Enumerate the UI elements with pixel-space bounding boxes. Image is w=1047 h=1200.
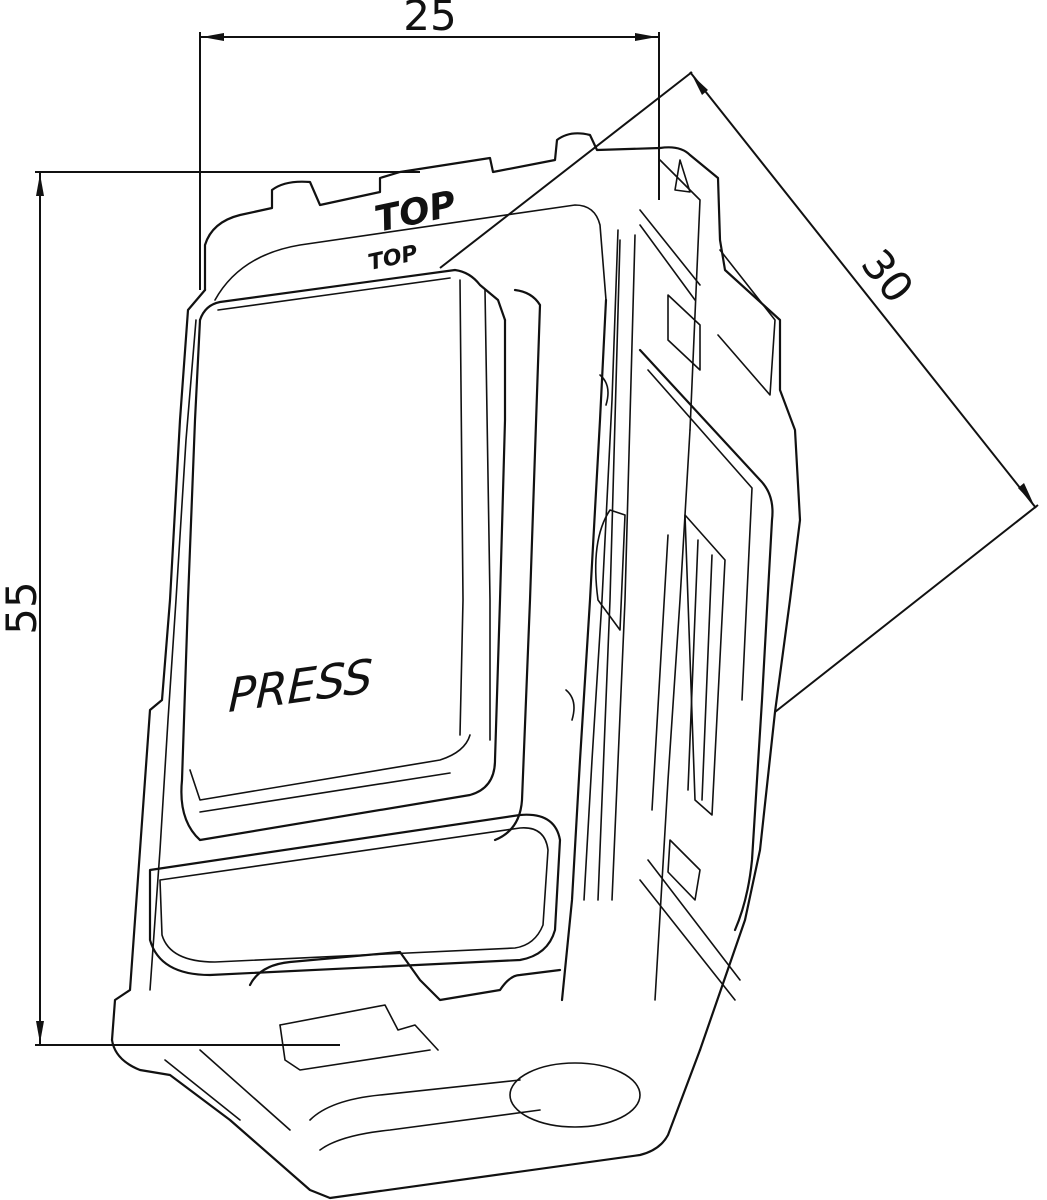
press-rocker (180, 268, 542, 842)
bottom-clip (110, 950, 702, 1200)
dimension-depth (439, 71, 1039, 713)
dimension-height-value: 55 (0, 581, 46, 634)
press-label: PRESS (228, 648, 374, 723)
front-frame (110, 132, 662, 1042)
dimension-width-value: 25 (403, 0, 456, 40)
lower-bezel (148, 813, 562, 977)
top-label-small: TOP (366, 241, 420, 276)
dimension-depth-value: 30 (852, 240, 924, 312)
side-body (565, 146, 802, 1052)
dimension-height (35, 171, 420, 1046)
dimension-width (199, 32, 660, 290)
top-label: TOP (371, 184, 459, 241)
